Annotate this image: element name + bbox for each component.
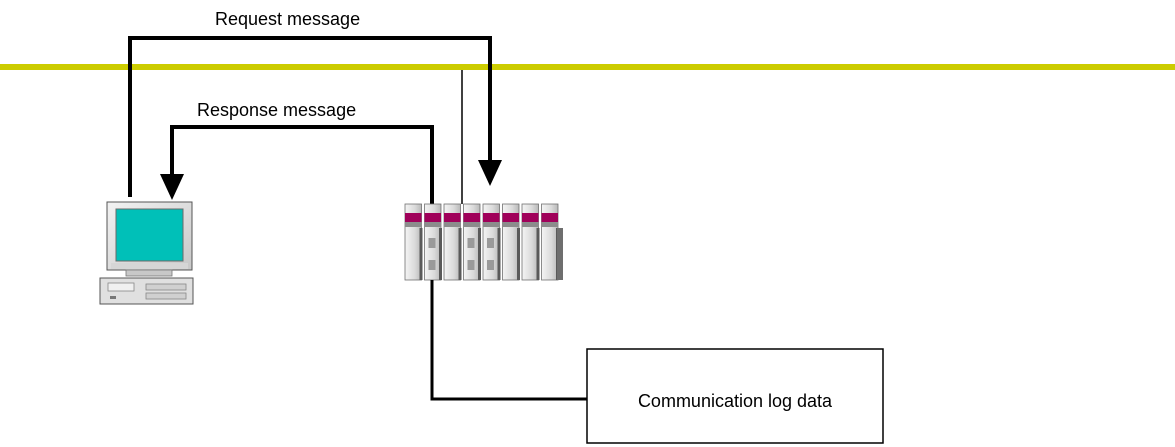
plc-module [482,203,501,281]
response-message-path [170,125,434,204]
plc-module [463,203,481,281]
communication-log-box [586,348,884,444]
network-bus-line [0,64,1175,70]
computer-icon [99,201,194,305]
log-data-connector [430,280,587,401]
response-message-label: Response message [197,100,356,120]
response-arrow-head [160,174,184,200]
plc-module [502,203,520,281]
communication-log-label: Communication log data [638,391,833,411]
plc-rack-icon [404,203,563,281]
plc-module [521,203,540,281]
plc-module [424,203,442,281]
plc-module [404,203,423,281]
plc-module [541,203,559,281]
plc-module [443,203,462,281]
monitor-screen [115,208,184,262]
request-message-path [128,36,492,197]
request-arrow-head [478,160,502,186]
request-message-label: Request message [215,9,360,29]
